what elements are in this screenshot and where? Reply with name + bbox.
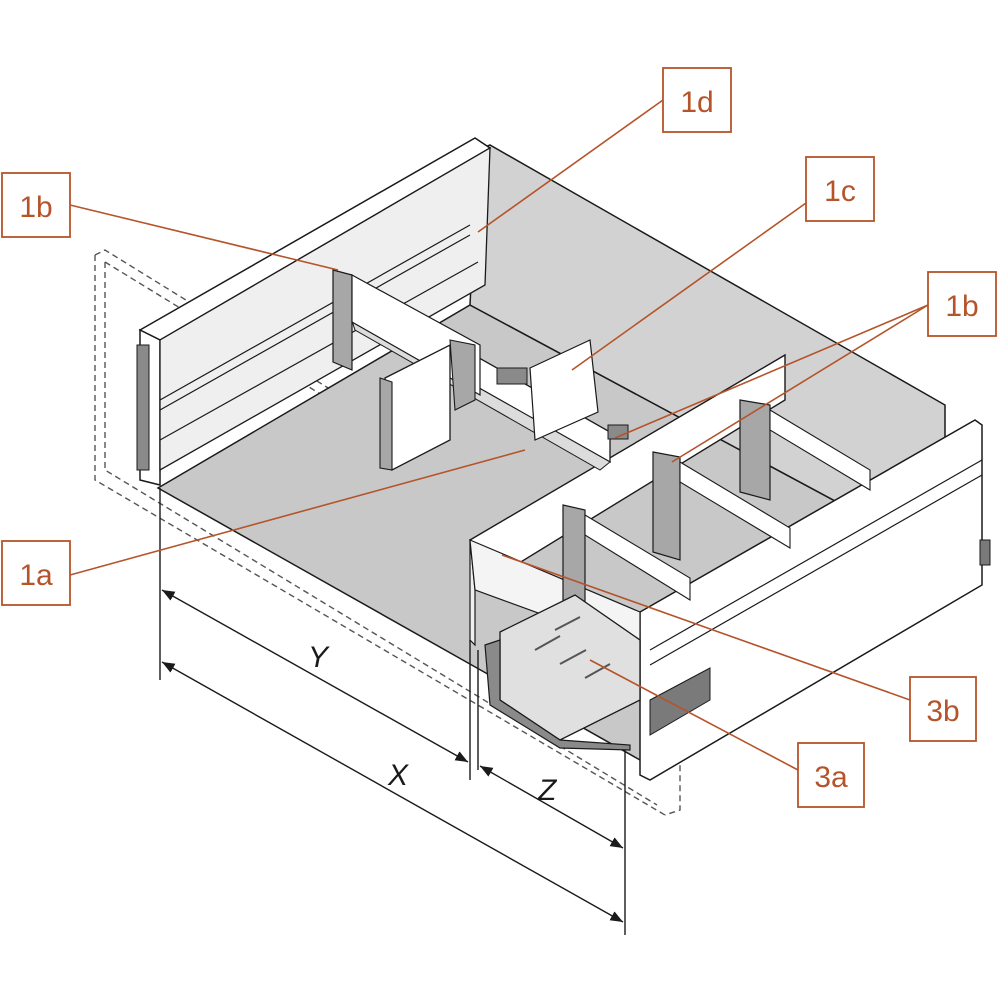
callout-1b-left-text: 1b [19, 191, 52, 224]
callout-3a: 3a [797, 742, 865, 808]
callout-1c: 1c [805, 156, 875, 222]
front-left-partition [379, 339, 476, 472]
cross-dividers-right [562, 399, 871, 611]
callout-1c-text: 1c [824, 175, 856, 208]
callout-leaders [69, 99, 929, 771]
callout-1d: 1d [662, 67, 732, 133]
dimension-lines [159, 488, 626, 935]
dimension-x-label: X [387, 759, 409, 792]
callout-3b-text: 3b [926, 695, 959, 728]
drawer-right-side [639, 419, 991, 781]
callout-1b-left: 1b [1, 172, 71, 238]
callout-1d-text: 1d [680, 86, 713, 119]
divider-clips [496, 367, 629, 440]
dimension-y-label: Y [308, 641, 330, 674]
callout-1b-right: 1b [927, 271, 997, 337]
drawer-left-side [136, 137, 492, 486]
callout-1a: 1a [1, 540, 71, 606]
callout-1b-right-text: 1b [945, 290, 978, 323]
callout-1a-text: 1a [19, 559, 53, 592]
dimension-z-label: Z [537, 774, 558, 807]
callout-3b: 3b [909, 676, 977, 742]
callout-3a-text: 3a [814, 761, 848, 794]
